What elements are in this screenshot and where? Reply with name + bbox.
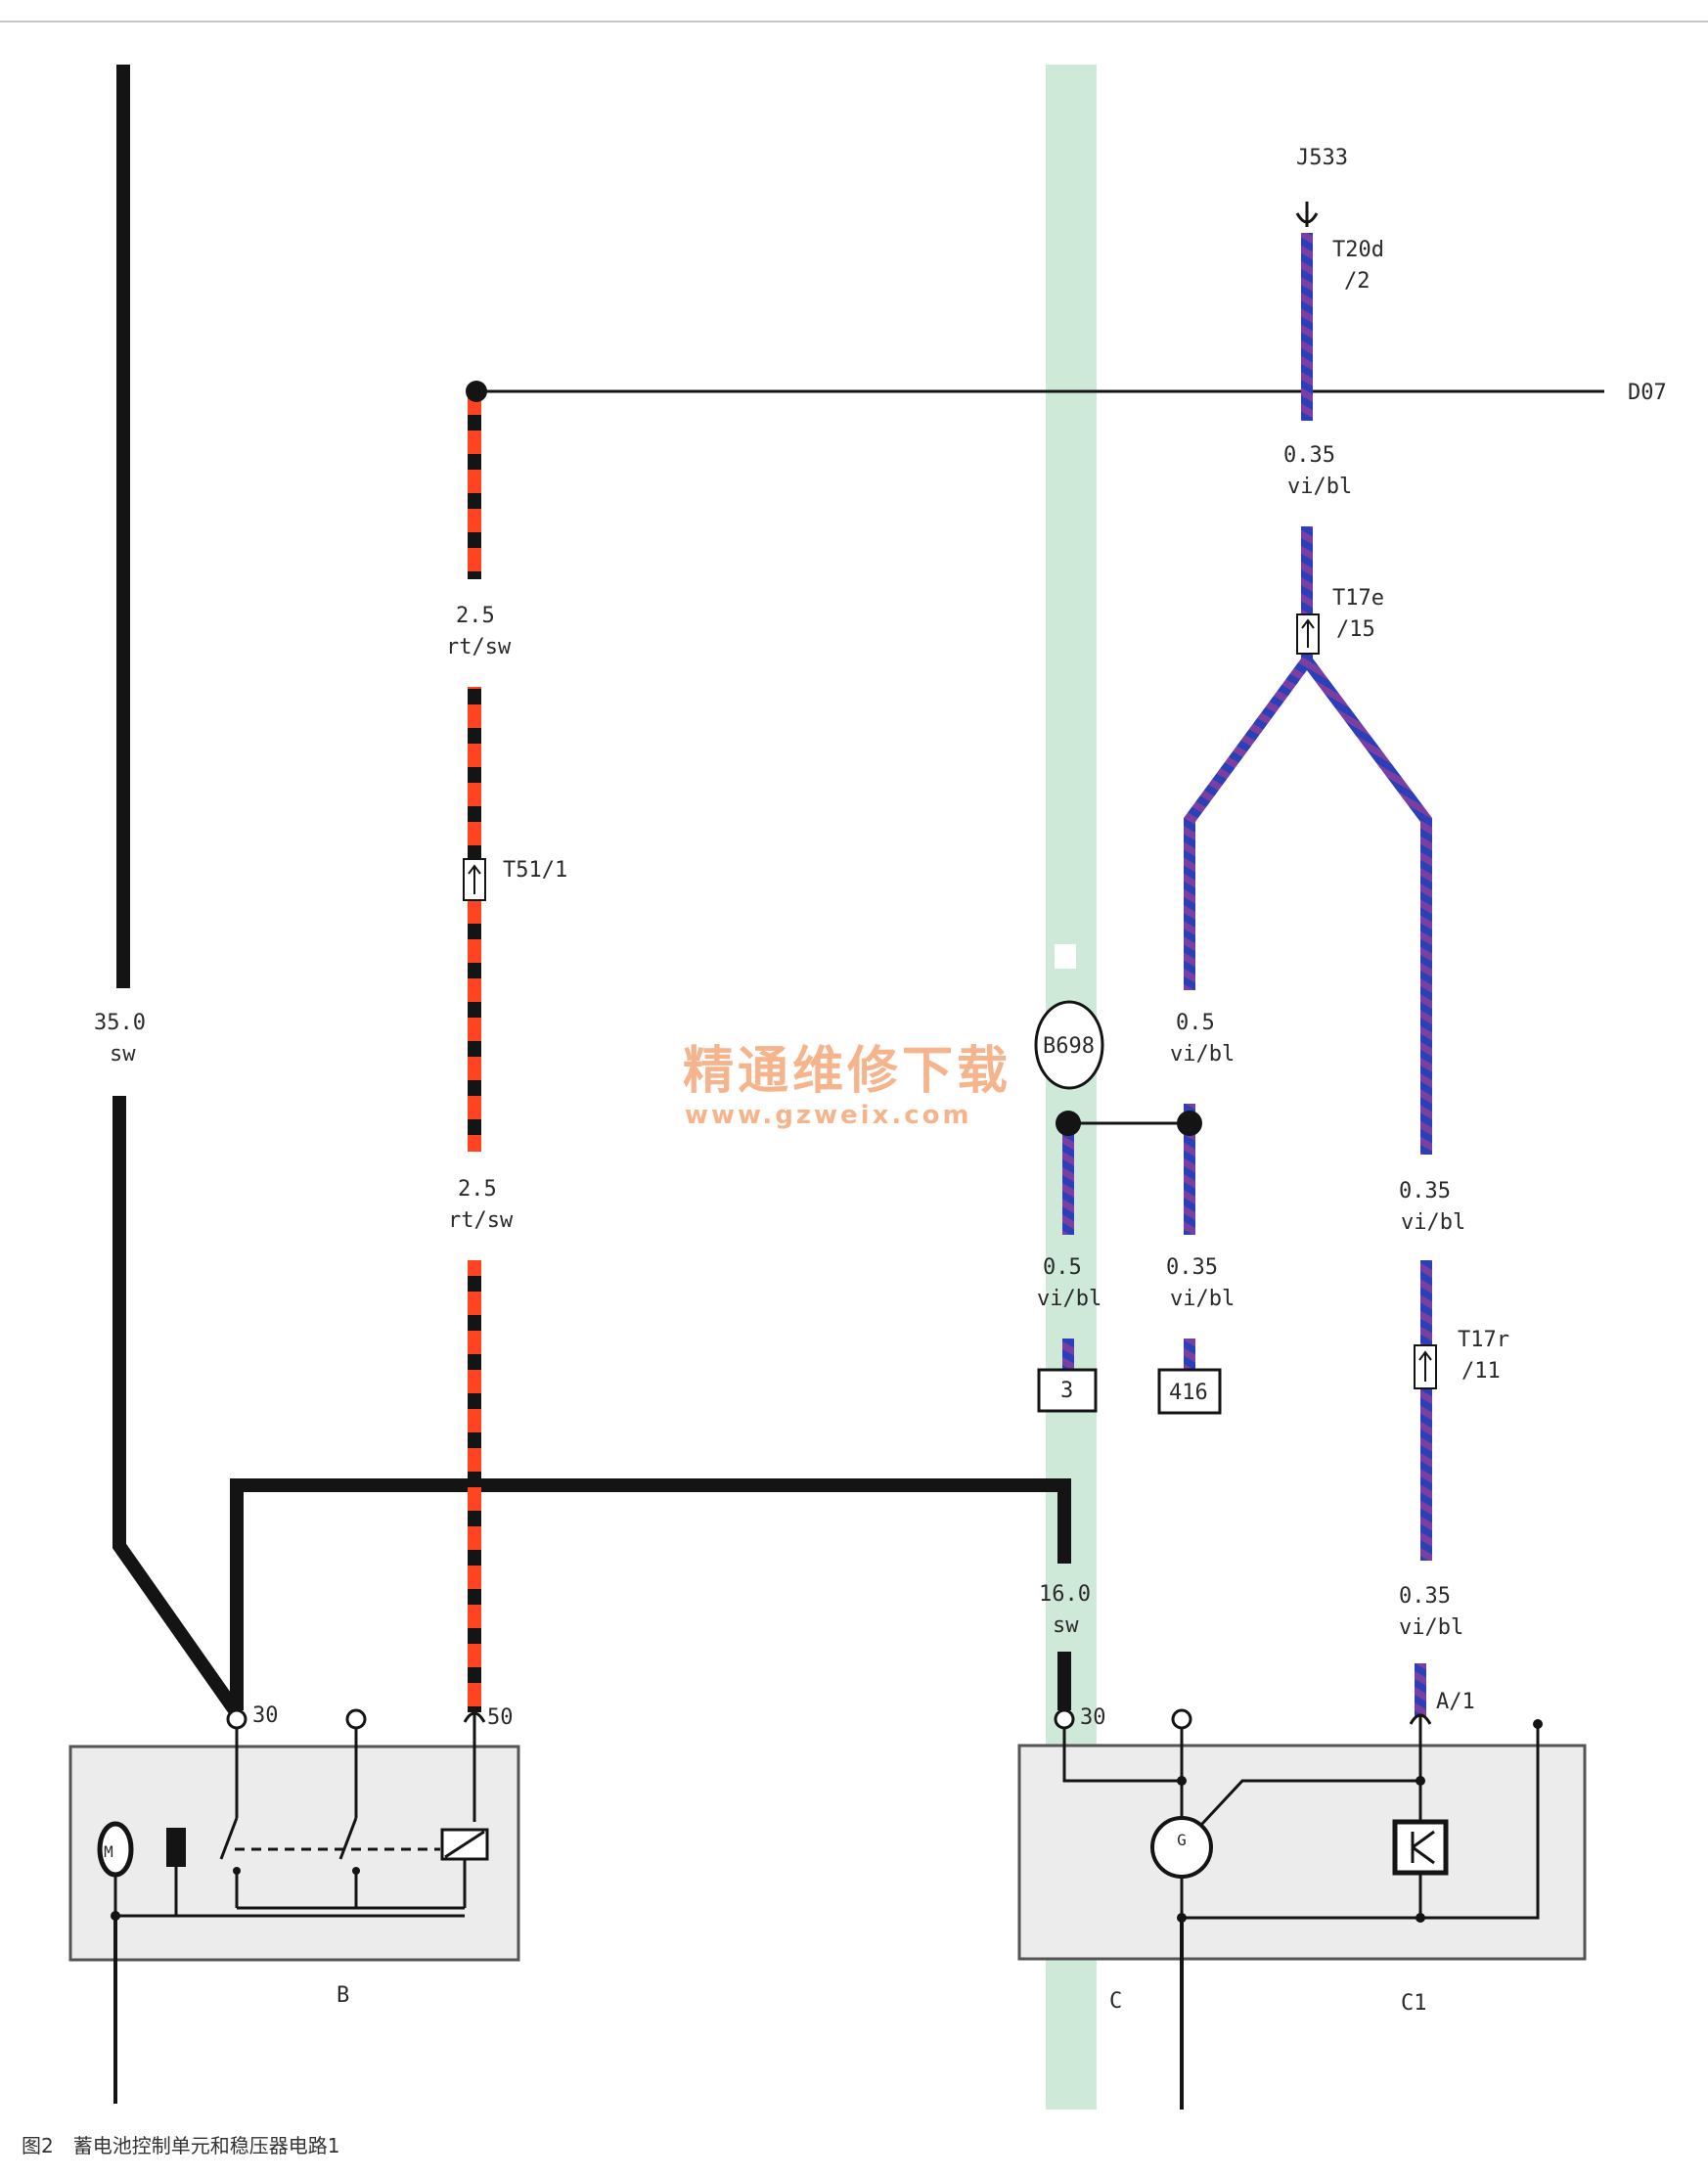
label-w05-right-gauge: 0.5 [1176, 1011, 1215, 1035]
label-w160-gauge: 16.0 [1039, 1582, 1091, 1607]
label-t17e-pin: /15 [1336, 617, 1375, 642]
label-w035-low-color: vi/bl [1399, 1615, 1463, 1640]
label-j533: J533 [1296, 146, 1348, 170]
connector-t17r [1414, 1344, 1437, 1389]
label-box-416: 416 [1169, 1381, 1208, 1405]
generator-symbol: G [1177, 1831, 1187, 1849]
wire-16-sw [230, 1478, 1071, 1710]
label-pin50: 50 [487, 1705, 514, 1730]
label-t17r: T17r [1458, 1328, 1509, 1352]
figure-caption: 图2 蓄电池控制单元和稳压器电路1 [22, 2134, 339, 2157]
box-3-frame [1037, 1368, 1098, 1413]
ground-band-gap [1055, 944, 1076, 969]
label-t20d-pin: /2 [1344, 269, 1371, 294]
component-c [1017, 1708, 1587, 2110]
label-w25-upper-gauge: 2.5 [456, 604, 495, 628]
label-box-3: 3 [1060, 1379, 1073, 1403]
component-b [68, 1708, 520, 2104]
watermark-url: www.gzweix.com [685, 1101, 972, 1130]
connector-t51 [463, 858, 486, 901]
label-w035-right-gauge: 0.35 [1399, 1179, 1451, 1203]
label-component-c1: C1 [1401, 1991, 1427, 2016]
j533-connector-icon [1295, 202, 1319, 227]
label-component-b: B [337, 1983, 349, 2008]
label-w25-lower-gauge: 2.5 [458, 1177, 497, 1202]
label-w035-right-color: vi/bl [1401, 1210, 1465, 1235]
label-t17e: T17e [1332, 586, 1384, 611]
wire-25-rt-sw [468, 393, 481, 1712]
label-w25-upper-color: rt/sw [446, 635, 512, 659]
label-d07: D07 [1628, 381, 1667, 405]
label-w350-color: sw [110, 1042, 136, 1067]
label-t20d: T20d [1332, 238, 1384, 262]
connector-t17e [1296, 613, 1320, 655]
label-w035-top-color: vi/bl [1287, 475, 1352, 499]
watermark-title: 精通维修下载 [683, 1041, 1011, 1101]
label-pin-a1: A/1 [1436, 1690, 1475, 1714]
label-w035-mid-gauge: 0.35 [1166, 1255, 1218, 1280]
label-component-c: C [1109, 1989, 1122, 2014]
label-pin30-right: 30 [1080, 1705, 1106, 1730]
label-b698: B698 [1043, 1034, 1095, 1059]
label-w350-gauge: 35.0 [94, 1011, 146, 1035]
label-w05-mid-color: vi/bl [1037, 1287, 1101, 1311]
label-w035-low-gauge: 0.35 [1399, 1584, 1451, 1609]
box-416-frame [1157, 1368, 1222, 1415]
label-pin30-left: 30 [252, 1703, 279, 1728]
label-t17r-pin: /11 [1461, 1359, 1501, 1384]
label-w05-right-color: vi/bl [1170, 1042, 1235, 1067]
label-w25-lower-color: rt/sw [448, 1208, 514, 1233]
splice-b698-ring [1034, 1000, 1104, 1090]
starter-motor-symbol: M [104, 1842, 113, 1861]
wire-vi-bl-set [1062, 233, 1432, 1717]
label-w160-color: sw [1053, 1613, 1079, 1638]
label-w035-mid-color: vi/bl [1170, 1287, 1235, 1311]
label-t51: T51/1 [503, 858, 567, 883]
wire-35-sw [112, 65, 241, 1715]
label-w05-mid-gauge: 0.5 [1043, 1255, 1082, 1280]
label-w035-top-gauge: 0.35 [1283, 443, 1335, 468]
